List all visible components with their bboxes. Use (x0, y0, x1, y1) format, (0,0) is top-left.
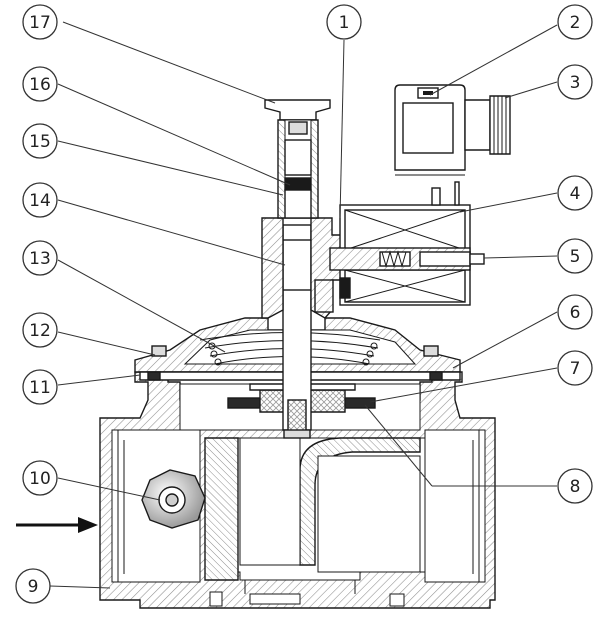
callout-8-label: 8 (570, 477, 581, 497)
callout-15-label: 15 (29, 132, 51, 152)
manual-override-knob (141, 469, 206, 529)
callout-11-label: 11 (29, 378, 51, 398)
callout-17-label: 17 (29, 13, 51, 33)
pilot-tube (264, 99, 331, 219)
callout-14: 14 (22, 182, 58, 218)
callout-4: 4 (557, 175, 593, 211)
callout-7-label: 7 (570, 359, 581, 379)
callout-16-label: 16 (29, 75, 51, 95)
leader-lines (49, 21, 558, 589)
callout-2: 2 (557, 4, 593, 40)
callout-2-label: 2 (570, 13, 581, 33)
callout-15: 15 (22, 123, 58, 159)
callout-6: 6 (557, 294, 593, 330)
callout-9: 9 (15, 568, 51, 604)
callout-10: 10 (22, 460, 58, 496)
callout-8: 8 (557, 468, 593, 504)
callout-7: 7 (557, 350, 593, 386)
callout-12: 12 (22, 312, 58, 348)
callout-16: 16 (22, 66, 58, 102)
callout-12-label: 12 (29, 321, 51, 341)
callout-4-label: 4 (570, 184, 581, 204)
valve-stem (282, 224, 312, 439)
solenoid-coil (329, 181, 485, 306)
callout-3-label: 3 (570, 73, 581, 93)
callout-13: 13 (22, 240, 58, 276)
electrical-connector (394, 84, 511, 176)
callout-17: 17 (22, 4, 58, 40)
callout-13-label: 13 (29, 249, 51, 269)
callout-10-label: 10 (29, 469, 51, 489)
callout-5: 5 (557, 238, 593, 274)
callout-9-label: 9 (28, 577, 39, 597)
callout-14-label: 14 (29, 191, 51, 211)
callout-3: 3 (557, 64, 593, 100)
callout-11: 11 (22, 369, 58, 405)
callout-1: 1 (326, 4, 362, 40)
flow-direction-arrow (16, 517, 98, 533)
valve-body (99, 371, 496, 609)
callout-1-label: 1 (339, 13, 350, 33)
callout-6-label: 6 (570, 303, 581, 323)
callout-5-label: 5 (570, 247, 581, 267)
